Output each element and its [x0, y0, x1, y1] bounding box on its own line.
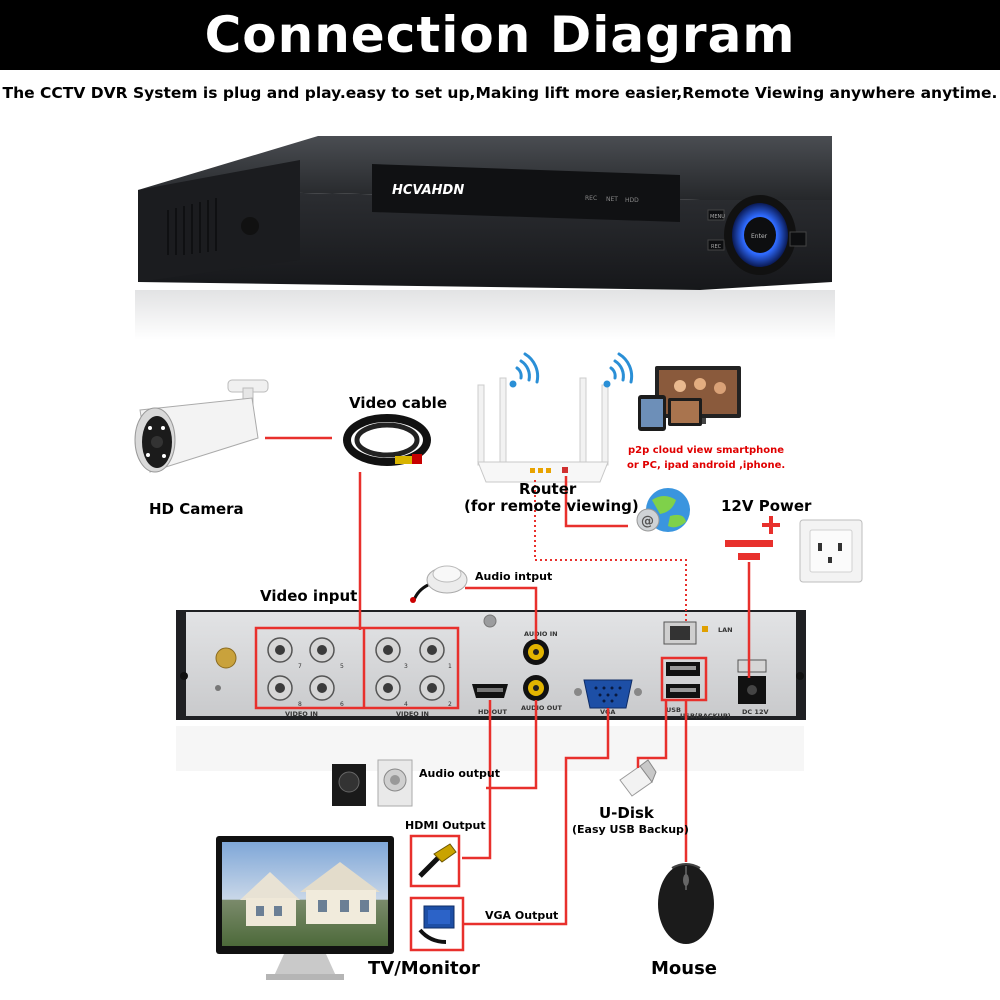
p2p-line-2: or PC, ipad android ,iphone.	[627, 460, 786, 471]
hdmi-cable-box	[409, 834, 461, 888]
channel-5: 5	[340, 663, 344, 670]
channel-3: 3	[404, 663, 408, 670]
wifi-icon	[509, 352, 540, 388]
channel-8: 8	[298, 701, 302, 708]
title-bar: Connection Diagram	[0, 0, 1000, 70]
video-in-label-2: VIDEO IN	[396, 710, 429, 718]
video-in-label-1: VIDEO IN	[285, 710, 318, 718]
indicator-net: NET	[606, 196, 618, 203]
channel-4: 4	[404, 701, 408, 708]
channel-2: 2	[448, 701, 452, 708]
dial-enter-label: Enter	[751, 233, 768, 240]
audio-in-label: AUDIO IN	[524, 630, 558, 638]
tv-monitor-icon	[216, 836, 394, 980]
power-symbol-icon	[725, 516, 780, 560]
dvr-front-image: HCVAHDN REC NET HDD MENU REC Enter	[135, 136, 835, 340]
wall-socket-icon	[799, 519, 863, 583]
page-title: Connection Diagram	[204, 6, 796, 64]
usb-drive-icon	[619, 759, 657, 797]
dvr-brand: HCVAHDN	[392, 183, 464, 198]
udisk-note: (Easy USB Backup)	[572, 823, 689, 836]
svg-text:@: @	[641, 514, 654, 529]
power-label: 12V Power	[721, 497, 812, 515]
tv-monitor-label: TV/Monitor	[368, 958, 480, 979]
vga-cable-box	[409, 896, 465, 952]
internet-globe-icon: @	[636, 488, 690, 532]
wifi-icon	[603, 352, 634, 388]
dvr-rear-panel: 7 5 3 1 8 6 4 2 VIDEO IN VIDEO IN AUDIO …	[176, 610, 806, 771]
udisk-label: U-Disk	[599, 804, 654, 822]
lan-label: LAN	[718, 626, 733, 634]
channel-1: 1	[448, 663, 452, 670]
audio-output-label: Audio output	[419, 767, 500, 780]
router-icon	[477, 377, 609, 483]
usb-backup-label: USB(BACKUP)	[680, 712, 731, 720]
hdmi-cable-icon	[418, 843, 457, 878]
channel-6: 6	[340, 701, 344, 708]
hd-camera-label: HD Camera	[149, 500, 244, 518]
hd-camera-icon	[134, 379, 269, 473]
hd-out-label: HD-OUT	[478, 708, 507, 716]
router-note: (for remote viewing)	[464, 497, 639, 515]
vga-cable-icon	[418, 905, 455, 944]
audio-input-label: Audio intput	[475, 570, 553, 583]
audio-out-label: AUDIO OUT	[521, 704, 563, 712]
video-input-label: Video input	[260, 587, 358, 605]
indicator-rec: REC	[585, 195, 597, 202]
video-cable-icon	[343, 414, 431, 466]
connection-wires	[254, 436, 751, 926]
subtitle: The CCTV DVR System is plug and play.eas…	[2, 84, 998, 102]
router-label: Router	[519, 480, 577, 498]
remote-devices-icon	[638, 366, 741, 431]
channel-7: 7	[298, 663, 302, 670]
vga-output-label: VGA Output	[485, 909, 559, 922]
indicator-hdd: HDD	[625, 197, 639, 204]
dvr-rec-button: REC	[711, 244, 722, 250]
usb-label: USB	[666, 706, 681, 714]
mouse-icon	[658, 863, 714, 944]
p2p-line-1: p2p cloud view smartphone	[628, 445, 785, 456]
video-cable-label: Video cable	[349, 394, 447, 412]
microphone-icon	[410, 565, 468, 603]
dvr-menu-button: MENU	[710, 214, 725, 220]
mouse-label: Mouse	[651, 958, 718, 979]
hdmi-output-label: HDMI Output	[405, 819, 486, 832]
dc-label: DC 12V	[742, 708, 769, 716]
speakers-icon	[332, 759, 413, 807]
